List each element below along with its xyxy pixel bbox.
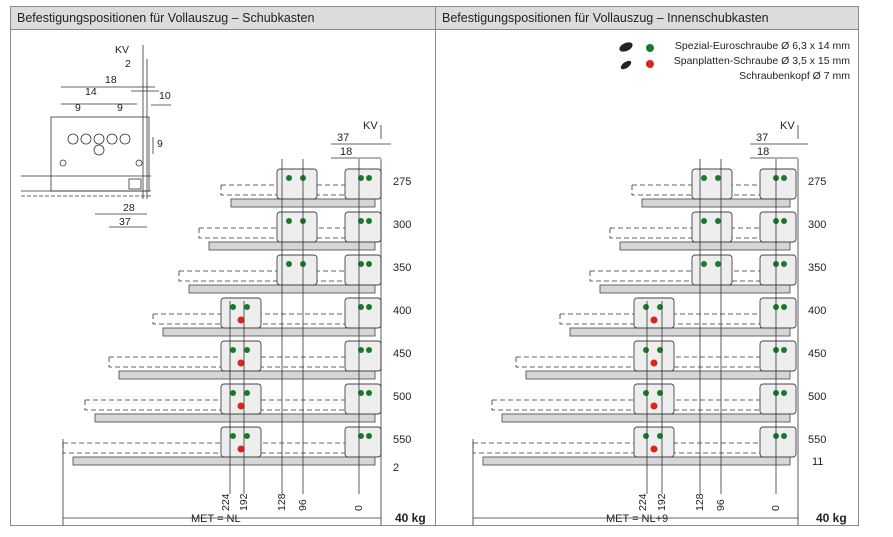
detail-drawing xyxy=(21,45,171,228)
side-dim: 2 xyxy=(393,462,399,474)
size-label: 300 xyxy=(393,219,411,231)
drawer-rows: 275 300 350 400 450 500 550 xyxy=(472,168,826,466)
side-dim: 11 xyxy=(812,456,823,468)
red-dot-icon xyxy=(646,60,654,68)
detail-dim-28: 28 xyxy=(123,202,135,214)
size-label: 550 xyxy=(808,434,826,446)
drawer-row: 550 xyxy=(472,426,826,466)
legend-line-3: Schraubenkopf Ø 7 mm xyxy=(739,70,850,82)
legend-line-2: Spanplatten-Schraube Ø 3,5 x 15 mm xyxy=(673,55,850,67)
size-label: 500 xyxy=(393,391,411,403)
pos-224: 224 xyxy=(220,493,232,511)
detail-dim-9a: 9 xyxy=(75,102,81,114)
green-dot-icon xyxy=(646,44,654,52)
pos-128: 128 xyxy=(694,493,706,511)
dim-37: 37 xyxy=(756,132,768,144)
size-label: 275 xyxy=(808,176,826,188)
size-label: 450 xyxy=(393,348,411,360)
pos-0: 0 xyxy=(353,505,365,511)
mounting-diagram: KV 37 18 275 300 350 400 450 500 550 224 192 1… xyxy=(472,120,847,525)
drawer-row: 450 xyxy=(515,340,826,380)
drawer-row: 275 xyxy=(220,168,411,208)
detail-dim-18: 18 xyxy=(105,74,117,86)
pos-224: 224 xyxy=(637,493,649,511)
pos-0: 0 xyxy=(770,505,782,511)
drawer-row: 350 xyxy=(178,254,411,294)
detail-dim-14: 14 xyxy=(85,86,97,98)
size-label: 350 xyxy=(393,262,411,274)
screw-icon-small xyxy=(620,60,632,70)
detail-kv-label: KV xyxy=(115,44,129,56)
dim-37: 37 xyxy=(337,132,349,144)
size-label: 450 xyxy=(808,348,826,360)
met-label: MET = NL+9 xyxy=(606,513,668,525)
size-label: 500 xyxy=(808,391,826,403)
detail-dim-37: 37 xyxy=(119,216,131,228)
drawer-row: 400 xyxy=(152,297,411,337)
drawer-row: 275 xyxy=(631,168,826,208)
mounting-diagram: KV 2 18 14 9 9 10 9 28 37 KV 37 18 275 30… xyxy=(21,44,426,525)
drawer-row: 450 xyxy=(108,340,411,380)
drawer-row: 500 xyxy=(84,383,411,423)
drawer-row: 300 xyxy=(609,211,826,251)
size-label: 400 xyxy=(393,305,411,317)
screw-icon-large xyxy=(619,42,633,52)
detail-dim-9c: 9 xyxy=(157,138,163,150)
drawer-row: 400 xyxy=(559,297,826,337)
panel-schubkasten: Befestigungspositionen für Vollauszug – … xyxy=(10,6,436,526)
pos-192: 192 xyxy=(238,493,250,511)
detail-dim-10: 10 xyxy=(159,90,171,102)
size-label: 550 xyxy=(393,434,411,446)
weight-label: 40 kg xyxy=(816,511,847,525)
legend: Spezial-Euroschraube Ø 6,3 x 14 mm Spanp… xyxy=(674,39,850,84)
pos-96: 96 xyxy=(297,499,309,511)
drawer-row: 550 xyxy=(62,426,411,466)
pos-128: 128 xyxy=(276,493,288,511)
legend-icons xyxy=(619,42,654,70)
weight-label: 40 kg xyxy=(395,511,426,525)
size-label: 350 xyxy=(808,262,826,274)
drawer-row: 350 xyxy=(589,254,826,294)
size-label: 400 xyxy=(808,305,826,317)
drawer-row: 500 xyxy=(491,383,826,423)
size-label: 300 xyxy=(808,219,826,231)
legend-line-1: Spezial-Euroschraube Ø 6,3 x 14 mm xyxy=(674,40,850,52)
panel-title: Befestigungspositionen für Vollauszug – … xyxy=(11,7,435,30)
size-label: 275 xyxy=(393,176,411,188)
pos-96: 96 xyxy=(715,499,727,511)
kv-label: KV xyxy=(780,120,795,132)
dim-18: 18 xyxy=(757,146,769,158)
pos-192: 192 xyxy=(656,493,668,511)
drawer-row: 300 xyxy=(198,211,411,251)
met-label: MET = NL xyxy=(191,513,241,525)
detail-dim-2: 2 xyxy=(125,58,131,70)
detail-dim-9b: 9 xyxy=(117,102,123,114)
dim-18: 18 xyxy=(340,146,352,158)
panel-title: Befestigungspositionen für Vollauszug – … xyxy=(436,7,858,30)
kv-label: KV xyxy=(363,120,378,132)
panel-innenschubkasten: Befestigungspositionen für Vollauszug – … xyxy=(435,6,859,526)
